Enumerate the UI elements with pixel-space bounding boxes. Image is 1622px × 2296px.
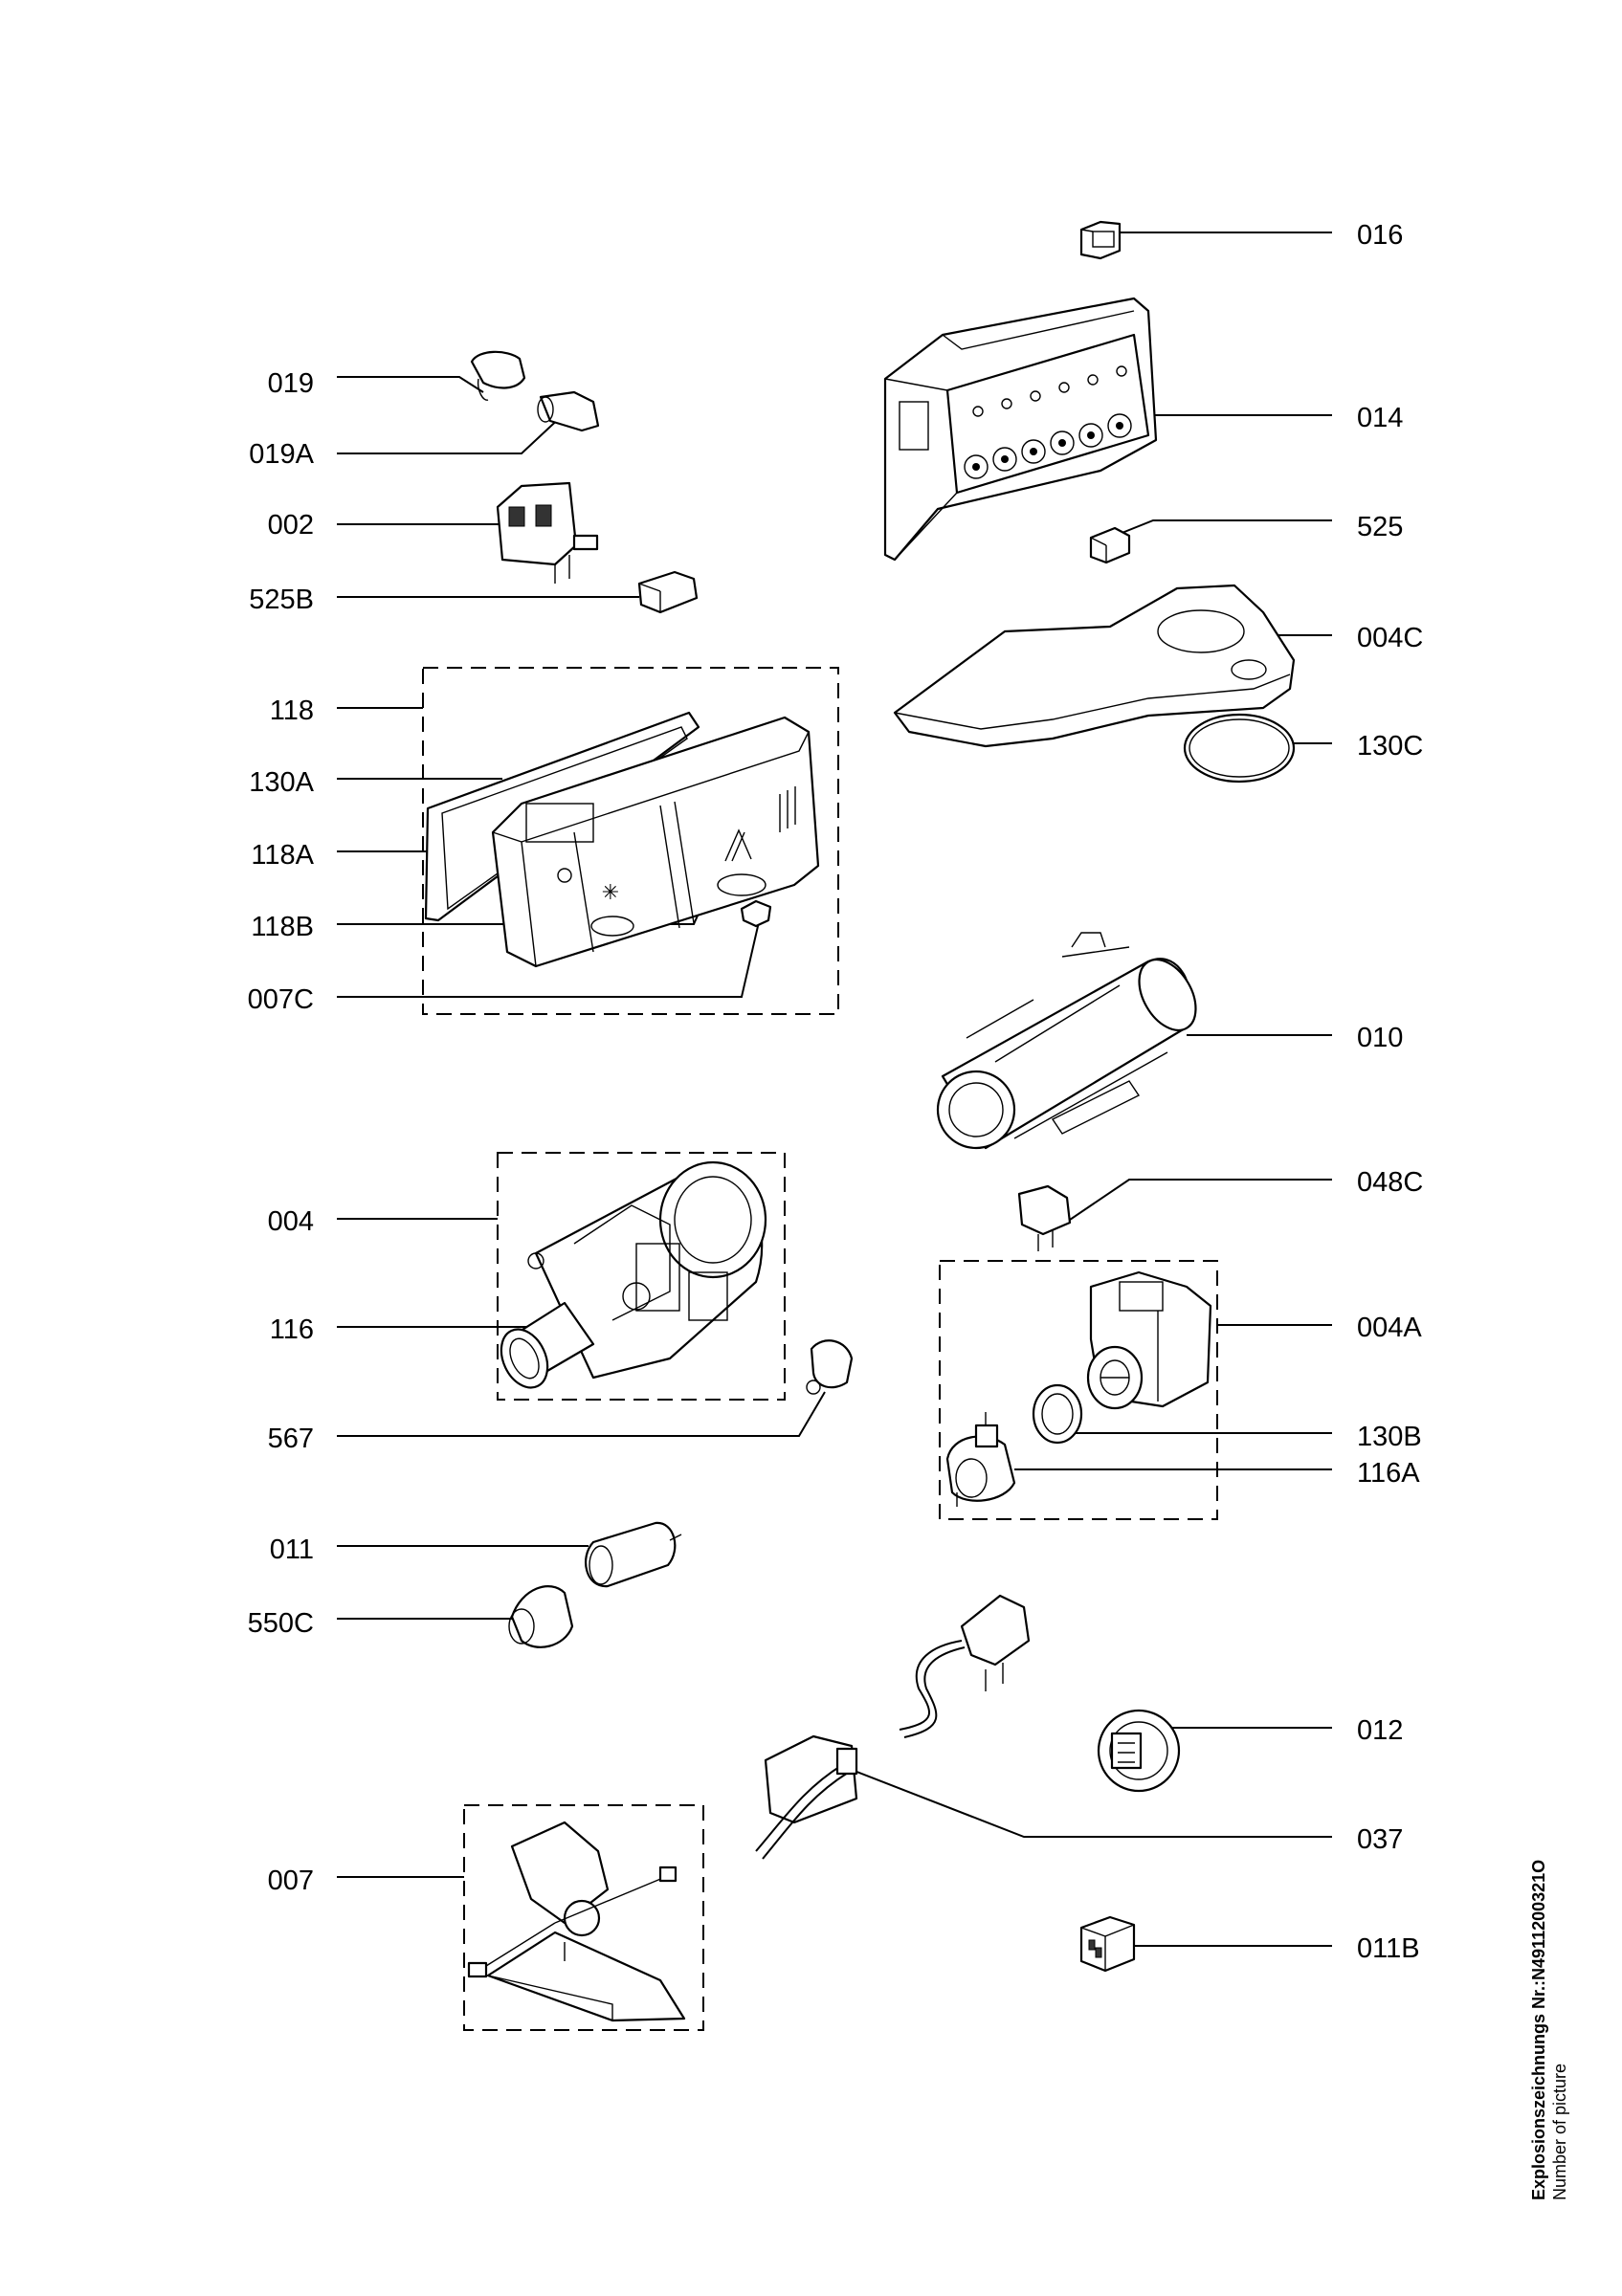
group-box-004A [939,1260,1218,1520]
label-116A: 116A [1357,1458,1420,1489]
part-130C-gasket [1183,713,1296,784]
label-116: 116 [270,1314,314,1345]
part-116-inlet [500,1301,595,1389]
label-567: 567 [268,1424,314,1454]
part-002-switch [496,481,599,584]
label-130C: 130C [1357,731,1423,762]
label-011: 011 [270,1534,314,1565]
part-019A-pin [537,390,600,432]
label-010: 010 [1357,1023,1403,1053]
label-007C: 007C [248,984,314,1015]
label-004: 004 [268,1206,314,1237]
part-525B-button [637,570,699,614]
label-130A: 130A [249,767,314,798]
part-011-capacitor [585,1521,682,1588]
group-box-007 [463,1804,704,2031]
label-011B: 011B [1357,1933,1420,1964]
label-004C: 004C [1357,623,1423,653]
part-014-control-board [883,297,1158,562]
label-012: 012 [1357,1715,1403,1746]
label-550C: 550C [248,1608,314,1639]
label-130B: 130B [1357,1422,1422,1452]
part-525-button [1089,526,1131,564]
label-004A: 004A [1357,1313,1422,1343]
part-037-power-cable [755,1594,1031,1860]
part-048C-sensor [1017,1184,1072,1251]
caption-number-of-picture: Number of picture [1550,2063,1569,2200]
label-016: 016 [1357,220,1403,251]
part-004C-cover [893,584,1296,748]
label-037: 037 [1357,1824,1403,1855]
part-007-float-assembly [467,1821,686,2022]
leader-lines [337,232,1332,1947]
svg-text:✳: ✳ [602,881,619,905]
group-box-118 [422,667,839,1015]
label-002: 002 [268,510,314,541]
label-007: 007 [268,1866,314,1896]
part-007C-clip [740,899,772,928]
label-525: 525 [1357,512,1403,542]
label-014: 014 [1357,403,1403,433]
part-004-pump [527,1160,767,1380]
part-016-display [1079,220,1122,260]
part-567-clamp [806,1339,854,1395]
label-118B: 118B [251,912,314,942]
part-012-knob [1097,1709,1181,1793]
label-019: 019 [268,368,314,399]
label-525B: 525B [249,585,314,615]
part-019-clip [470,350,526,401]
caption-drawing-number: Explosionszeichnungs Nr.:N4911200321O [1529,1859,1548,2200]
part-004A-drain-pump [1086,1270,1212,1410]
group-box-004 [497,1152,786,1401]
part-550C-cap [508,1585,574,1648]
label-019A: 019A [249,439,314,470]
part-010-heater [936,932,1197,1150]
picture-number-caption: Explosionszeichnungs Nr.:N4911200321O Nu… [1528,1860,1570,2200]
part-011B-relay [1079,1915,1136,1973]
label-118: 118 [270,695,314,726]
part-118-dispenser: ✳ [491,716,820,968]
part-130B-o-ring [1032,1383,1083,1445]
label-048C: 048C [1357,1167,1423,1198]
label-118A: 118A [251,840,314,871]
part-116A-pressure-switch [945,1412,1016,1507]
